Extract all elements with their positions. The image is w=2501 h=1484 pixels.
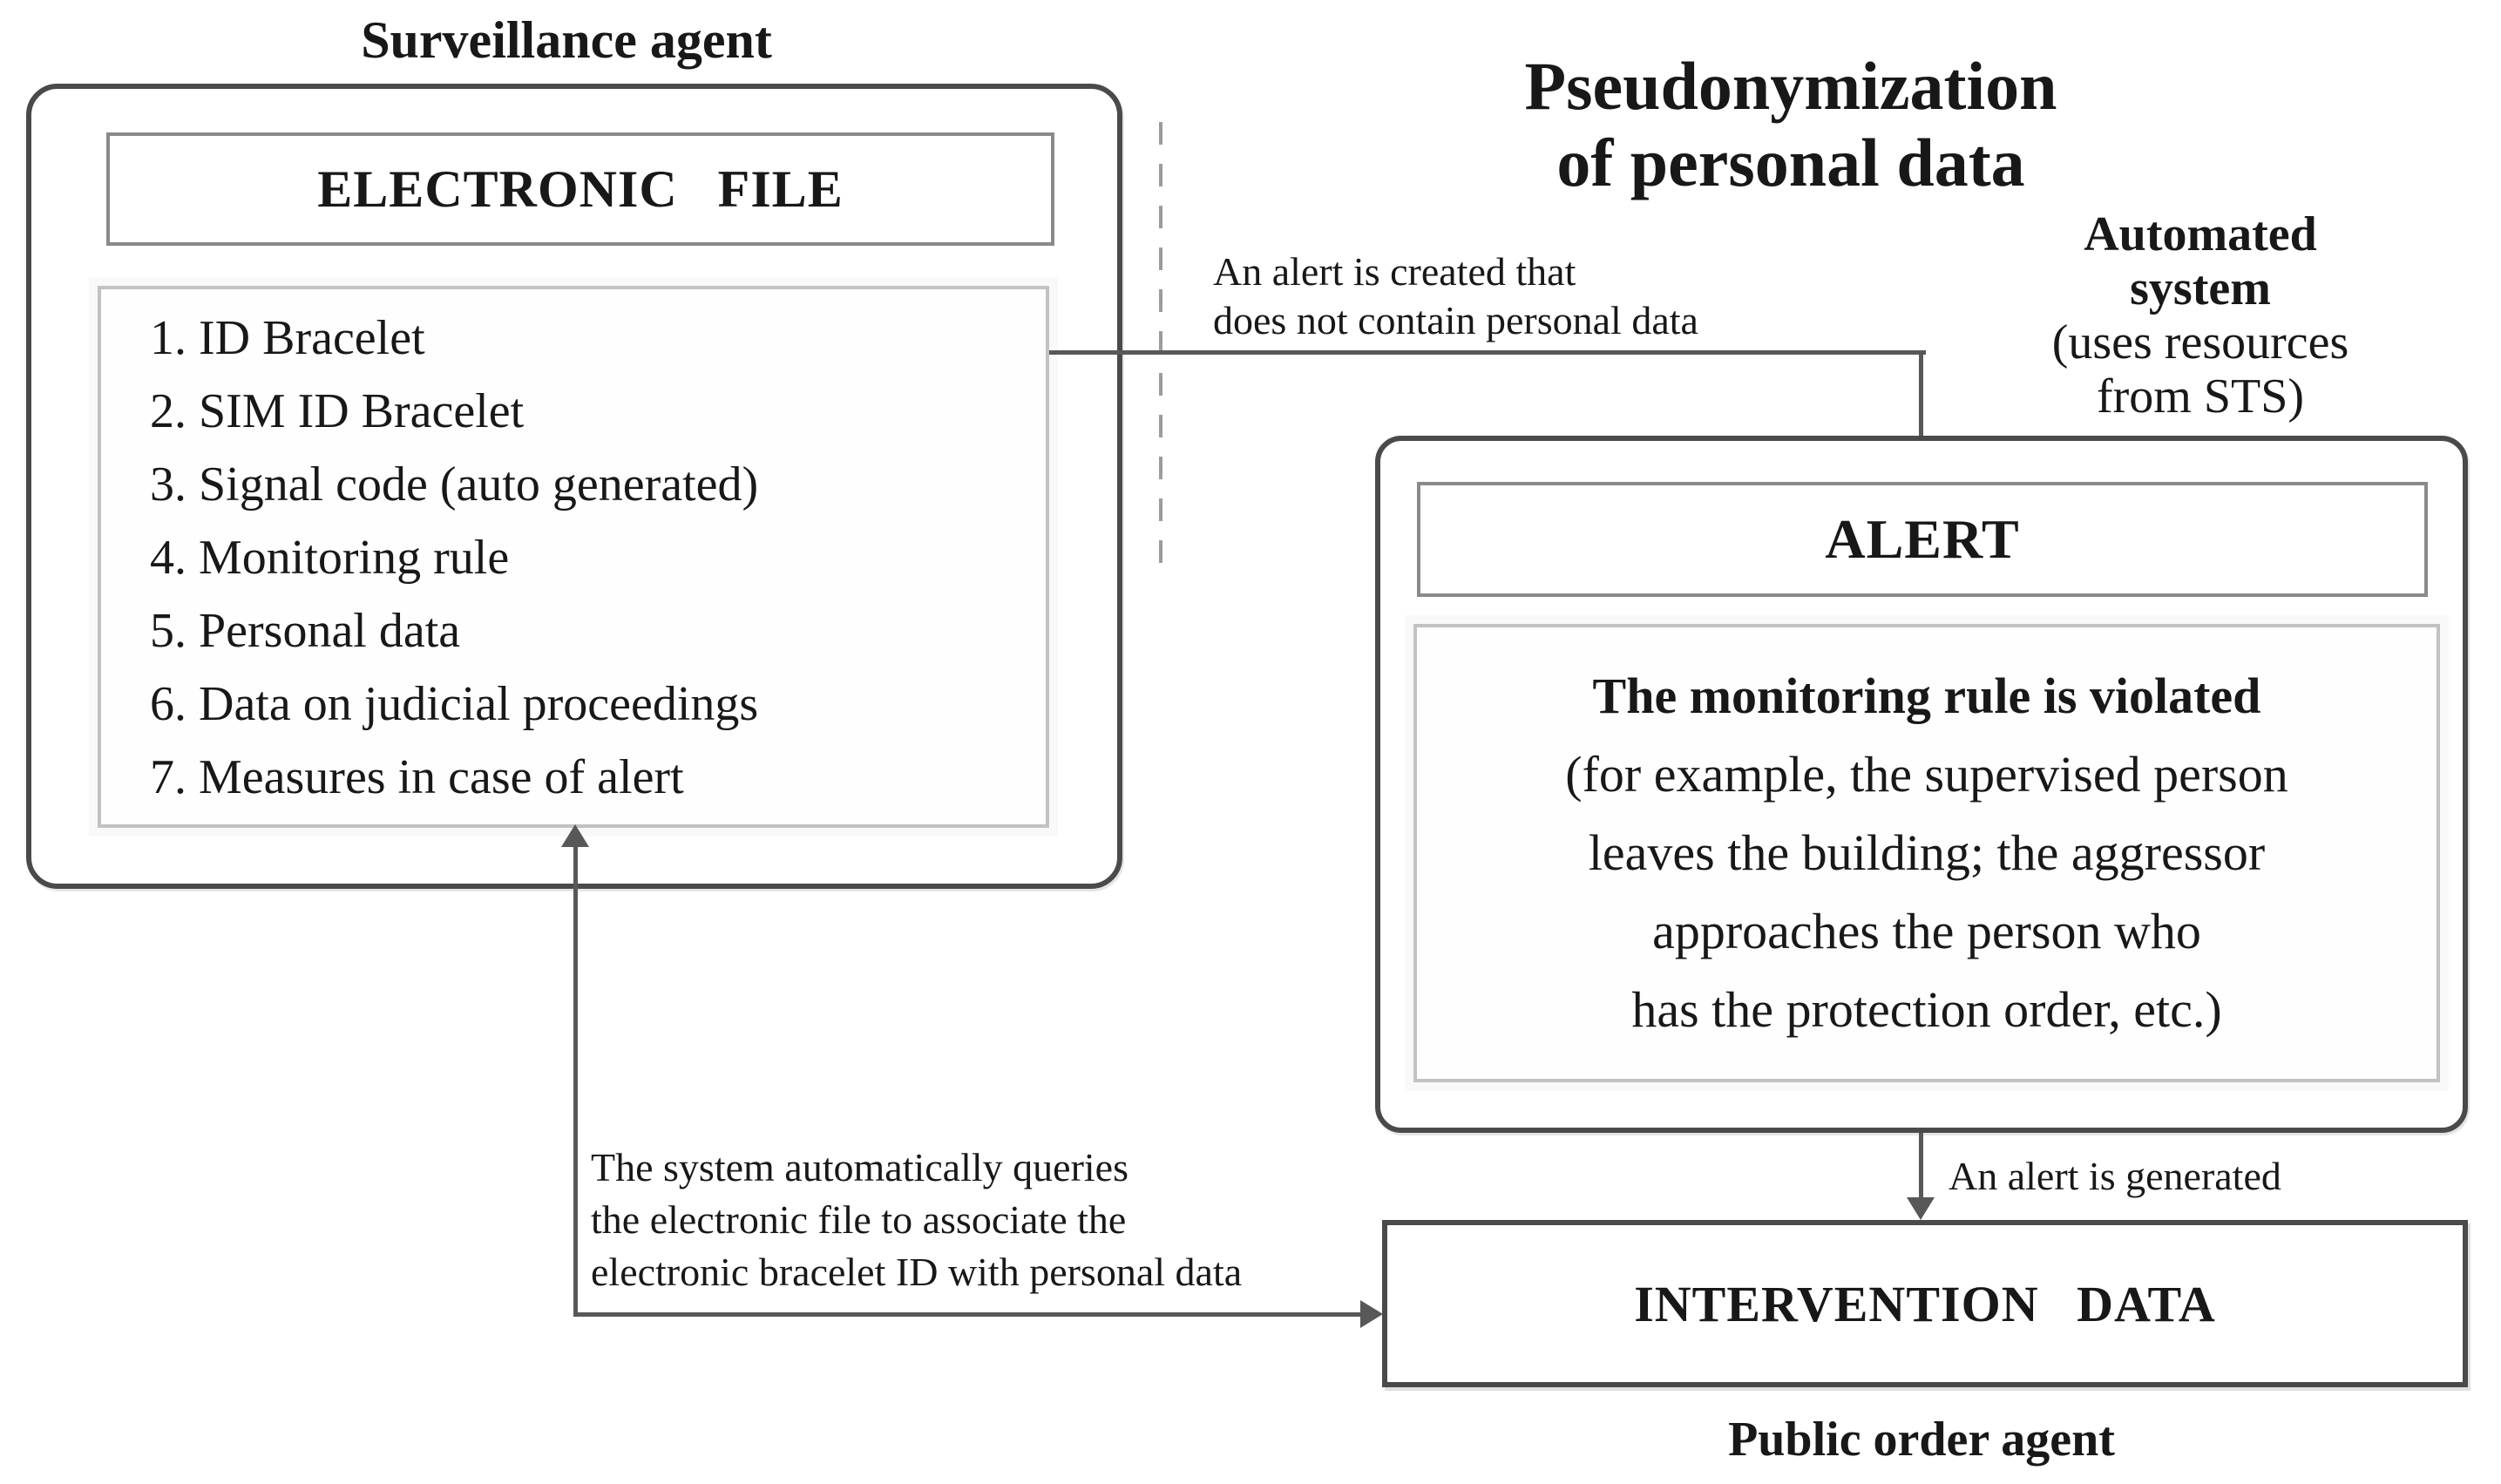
system-queries-line1: The system automatically queries (591, 1145, 1128, 1189)
alert-to-intervention-arrow-vertical (1919, 1133, 1923, 1199)
alert-emphasis-line: The monitoring rule is violated (1592, 667, 2261, 724)
intervention-data-box: INTERVENTION DATA (1382, 1220, 2468, 1387)
query-arrow-horizontal (573, 1312, 1362, 1317)
file-to-alert-arrow-horizontal (1049, 350, 1926, 355)
file-item-4: 4. Monitoring rule (150, 531, 510, 585)
alert-content-box: The monitoring rule is violated (for exa… (1413, 624, 2440, 1082)
pseudonymization-title-line2: of personal data (1556, 125, 2025, 200)
file-item-3: 3. Signal code (auto generated) (150, 457, 759, 512)
query-arrow-vertical (573, 844, 578, 1316)
alert-detail-line1: (for example, the supervised person (1565, 746, 2288, 803)
pseudonymization-title-line1: Pseudonymization (1524, 48, 2057, 124)
automated-system-line3: (uses resources (2051, 315, 2349, 369)
file-item-6: 6. Data on judicial proceedings (150, 677, 759, 731)
alert-header-box: ALERT (1417, 482, 2428, 597)
electronic-file-list-box: 1. ID Bracelet 2. SIM ID Bracelet 3. Sig… (98, 286, 1049, 828)
alert-detail-line3: approaches the person who (1652, 903, 2201, 959)
system-queries-line2: the electronic file to associate the (591, 1197, 1127, 1242)
surveillance-agent-label: Surveillance agent (361, 11, 772, 69)
public-order-agent-label: Public order agent (1728, 1413, 2115, 1467)
alert-created-line2: does not contain personal data (1213, 298, 1698, 342)
alert-created-line1: An alert is created that (1213, 249, 1576, 294)
alert-created-label: An alert is created that does not contai… (1213, 247, 1698, 345)
system-queries-label: The system automatically queries the ele… (591, 1142, 1242, 1298)
alert-generated-line1: An alert is generated (1949, 1154, 2281, 1198)
alert-detail-line2: leaves the building; the aggressor (1588, 824, 2266, 881)
file-item-2: 2. SIM ID Bracelet (150, 384, 525, 438)
automated-system-label: Automated system (uses resources from ST… (1908, 207, 2492, 424)
pseudonymization-title: Pseudonymization of personal data (1355, 48, 2226, 201)
electronic-file-header-box: ELECTRONIC FILE (106, 132, 1054, 246)
electronic-file-header-label: ELECTRONIC FILE (317, 159, 844, 218)
file-to-alert-arrow-vertical (1919, 350, 1923, 464)
intervention-data-label: INTERVENTION DATA (1634, 1275, 2216, 1332)
automated-system-line1: Automated (2084, 207, 2317, 261)
system-queries-line3: electronic bracelet ID with personal dat… (591, 1250, 1243, 1294)
automated-system-line4: from STS) (2097, 369, 2304, 424)
alert-detail-line4: has the protection order, etc.) (1631, 981, 2222, 1038)
alert-generated-label: An alert is generated (1949, 1152, 2281, 1201)
alert-to-intervention-arrowhead-icon (1907, 1197, 1935, 1220)
file-item-5: 5. Personal data (150, 604, 461, 658)
query-to-intervention-arrowhead-icon (1360, 1300, 1383, 1328)
alert-header-label: ALERT (1825, 508, 2020, 570)
file-item-7: 7. Measures in case of alert (150, 750, 684, 804)
automated-system-line2: system (2130, 261, 2271, 315)
file-item-1: 1. ID Bracelet (150, 311, 425, 365)
query-to-file-arrowhead-icon (561, 824, 589, 847)
